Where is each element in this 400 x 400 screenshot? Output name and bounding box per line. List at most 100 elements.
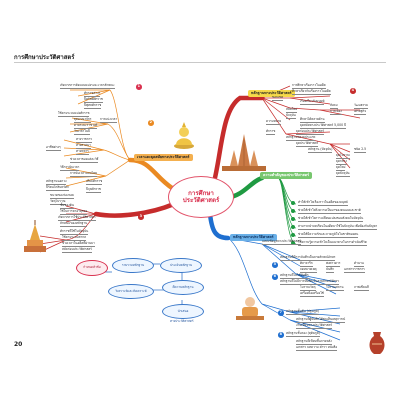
center-node: การศึกษา ประวัติศาสตร์ bbox=[168, 176, 234, 218]
note: ปีจุลศักราช bbox=[86, 187, 102, 193]
note: วัตถุโบราณ bbox=[50, 199, 66, 205]
note: ช่วงเวลาในอดีตที่ผ่านมา bbox=[62, 241, 95, 247]
importance-item: สามารถนำบทเรียนในอดีตมาใช้ในปัจจุบัน เพื… bbox=[298, 224, 378, 230]
branch-red-left bbox=[93, 201, 177, 218]
note: งานเขียนทางประวัติศาสตร์ bbox=[296, 323, 333, 329]
note: ศึกษาได้หลายด้าน bbox=[300, 117, 325, 123]
note: หลักฐานนอกวง bbox=[46, 179, 67, 185]
note: ยุคกลาง bbox=[336, 159, 347, 165]
note: วันเวลาในปี bbox=[74, 129, 90, 135]
note: ช่วงเวลาของแต่ละวิธี bbox=[70, 157, 99, 163]
center-label: การศึกษา ประวัติศาสตร์ bbox=[182, 189, 220, 204]
note: ขนาดของร่องรอย bbox=[50, 193, 74, 199]
note: ศักราชที่ใช้ในปัจจุบัน bbox=[60, 229, 89, 235]
note: ลักษณะของหลักฐาน bbox=[60, 221, 88, 227]
temple-illustration bbox=[222, 134, 266, 171]
note: ความหมาย bbox=[266, 119, 282, 125]
header-divider bbox=[14, 62, 386, 63]
note: การศึกษาเรื่องราวในอดีต bbox=[292, 83, 326, 89]
importance-item: ทำให้เข้าใจเรื่องราวในอดีตของมนุษย์ bbox=[298, 200, 348, 206]
note: หลักฐานที่มีการบันทึกเป็นลายลักษณ์อักษร bbox=[280, 255, 336, 261]
note: ยุคประวัติศาสตร์ bbox=[296, 141, 319, 147]
note: สมัยใหม่ bbox=[286, 107, 298, 113]
importance-badge-3 bbox=[291, 217, 295, 221]
note: หลักฐานที่ผู้บันทึกได้พบเห็นเหตุการณ์ bbox=[296, 317, 346, 323]
note: ศักราชต่างๆ bbox=[84, 91, 101, 97]
note: เศรษฐกิจ bbox=[354, 109, 367, 115]
badge-number-8: 8 bbox=[278, 332, 284, 338]
note: โบราณวัตถุ bbox=[300, 285, 316, 291]
pagoda-illustration bbox=[24, 220, 46, 252]
importance-item: ช่วยให้มีความรักและภาคภูมิใจในชาติของตน bbox=[298, 232, 359, 238]
note: เอกสาร บทความ ตำรา หนังสือ bbox=[296, 345, 338, 351]
category-evidence: หลักฐานทางประวัติศาสตร์ bbox=[248, 90, 295, 97]
note: ศักราช bbox=[266, 129, 276, 135]
importance-badge-1 bbox=[291, 201, 295, 205]
note: ศึกษาเกี่ยวกับเรื่องราวในอดีต bbox=[292, 89, 331, 95]
note: เกิดจากการใช้ประวัติศาสตร์ bbox=[58, 215, 96, 221]
importance-badge-4 bbox=[291, 225, 295, 229]
importance-badge-6 bbox=[291, 241, 295, 245]
note: ภาพเขียนสี bbox=[354, 285, 369, 291]
note: เครื่องมือเครื่องใช้ bbox=[300, 291, 324, 297]
importance-badge-2 bbox=[291, 209, 295, 213]
note: ตามระยะราชวงศ์ bbox=[74, 123, 98, 129]
process-step-present: นำเสนอ bbox=[162, 304, 204, 319]
process-step-analyze: วิเคราะห์และสังเคราะห์ bbox=[108, 284, 154, 299]
badge-number-6: 6 bbox=[272, 274, 278, 280]
importance-badge-5 bbox=[291, 233, 295, 237]
note: ศิลาจารึก bbox=[300, 261, 313, 267]
note: หลักฐาน (ปัจจุบัน) bbox=[308, 147, 333, 153]
note: ตำนาน bbox=[354, 261, 364, 267]
branch-orange bbox=[127, 157, 175, 191]
note: ใช้ตามระบบสากล bbox=[62, 235, 87, 241]
note: จดหมายเหตุ bbox=[300, 267, 317, 273]
branch-red bbox=[211, 95, 265, 185]
process-step-define: กำหนดหัวข้อ bbox=[76, 260, 108, 276]
page-number: 20 bbox=[14, 341, 23, 348]
badge-number-1: 1 bbox=[136, 84, 142, 90]
note: แหล่งข้อมูลทางประวัติศาสตร์ bbox=[262, 239, 301, 245]
category-time: เวลาและยุคสมัยทางประวัติศาสตร์ bbox=[134, 154, 193, 161]
note: การนับเวลาแบบไทย bbox=[70, 171, 98, 177]
note: วัฒนธรรม bbox=[354, 103, 368, 109]
note: ยุคปัจจุบัน bbox=[336, 171, 350, 177]
note: บันทึก bbox=[326, 267, 334, 273]
process-step-interpret: ตีความหลักฐาน bbox=[162, 280, 204, 295]
category-importance: ความสำคัญของประวัติศาสตร์ bbox=[260, 172, 313, 179]
note: วิธีการนับเวลา bbox=[60, 165, 80, 171]
category-method: หลักฐานทางประวัติศาสตร์ bbox=[230, 234, 277, 241]
note: สังคม bbox=[330, 103, 338, 109]
note: ยุคโบราณ bbox=[336, 153, 350, 159]
note: ปีรัตนโกสินทร์ศก bbox=[46, 185, 69, 191]
vase-illustration bbox=[369, 332, 385, 354]
note: ยุคใหม่ bbox=[336, 165, 346, 171]
badge-number-5: 5 bbox=[272, 262, 278, 268]
note: ขอบเขต bbox=[272, 95, 284, 101]
badge-number-2: 2 bbox=[148, 120, 154, 126]
note: หลักฐานชั้นรอง (ทุติยภูมิ) bbox=[286, 331, 320, 337]
note: หลักฐานที่ไม่ได้บันทึก bbox=[280, 273, 309, 279]
note: การเมือง bbox=[330, 109, 342, 115]
note: เกิดจากการคิดแบบแบ่งระยะเวลาลักษณะ bbox=[60, 83, 115, 89]
badge-number-7: 7 bbox=[278, 310, 284, 316]
note: ทางศาสนา bbox=[76, 143, 91, 149]
note: ทางทหาร bbox=[76, 149, 89, 155]
note: พงศาวดาร bbox=[326, 261, 341, 267]
note: สมัยก่อนประวัติศาสตร์ bbox=[62, 247, 92, 253]
note: หลักฐานที่เขียนขึ้นภายหลัง bbox=[296, 339, 332, 345]
note: โบราณสถาน bbox=[326, 285, 344, 291]
process-sub: ทางประวัติศาสตร์ bbox=[170, 319, 194, 323]
note: ชนิด 2.5 bbox=[354, 147, 367, 153]
buddha-illustration bbox=[174, 122, 194, 149]
note: ทางราชการ bbox=[76, 137, 93, 143]
importance-item: ช่วยให้เข้าใจการเปลี่ยนแปลงของสังคมในปัจ… bbox=[298, 216, 364, 222]
note: เอกสารราชการ bbox=[344, 267, 365, 273]
importance-item: ใช้ความรู้ความเข้าใจเป็นแนวทางในการดำเนิ… bbox=[298, 240, 367, 246]
page-title: การศึกษาประวัติศาสตร์ bbox=[14, 54, 75, 61]
note: การแบ่งเวลา bbox=[100, 117, 118, 123]
importance-item: ช่วยให้เข้าใจถึงความเป็นมาของตนเองและชาต… bbox=[298, 208, 361, 214]
note: ชั้นของดิน bbox=[60, 203, 74, 209]
note: ใช้ตามระบบแบ่งศักราช bbox=[58, 111, 90, 117]
badge-number-3: 3 bbox=[138, 214, 144, 220]
